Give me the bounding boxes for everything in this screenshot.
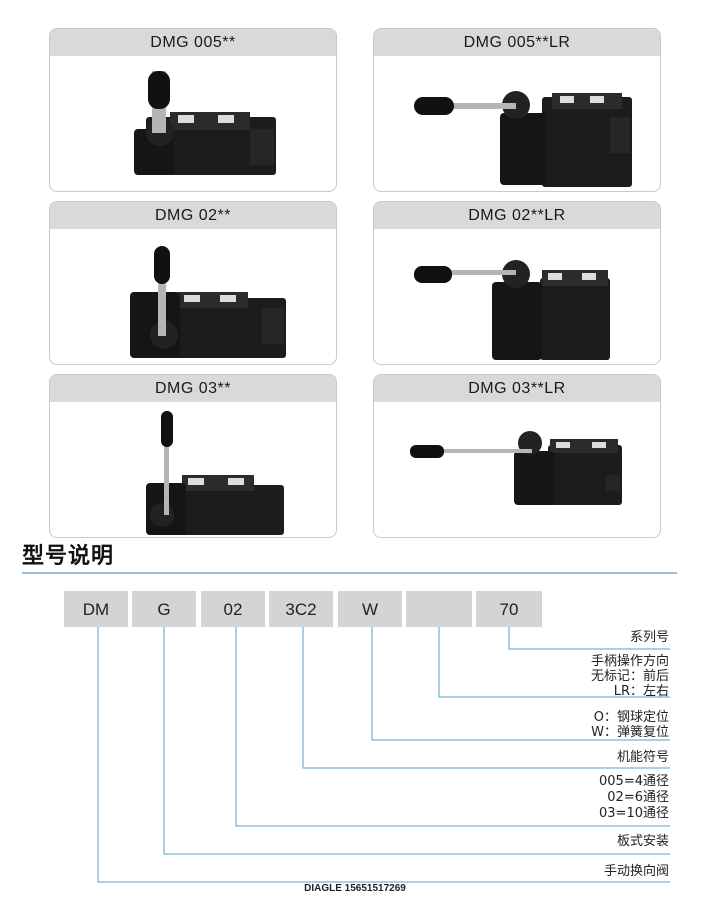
valve-image bbox=[374, 230, 660, 364]
desc-handle-front-back: 无标记：前后 bbox=[590, 669, 669, 684]
product-title: DMG 03** bbox=[50, 375, 336, 402]
product-card-dmg02lr: DMG 02**LR bbox=[373, 201, 661, 365]
desc-handle-direction: 手柄操作方向 bbox=[590, 654, 669, 669]
desc-size-02: 02=6通径 bbox=[607, 790, 669, 805]
product-card-dmg005lr: DMG 005**LR bbox=[373, 28, 661, 192]
code-box-series: 70 bbox=[476, 591, 542, 627]
code-box-detent: W bbox=[338, 591, 402, 627]
code-box-symbol: 3C2 bbox=[269, 591, 333, 627]
desc-spring-return: W：弹簧复位 bbox=[591, 725, 669, 740]
section-title: 型号说明 bbox=[22, 543, 115, 568]
product-card-dmg03lr: DMG 03**LR bbox=[373, 374, 661, 538]
product-title: DMG 02** bbox=[50, 202, 336, 229]
product-title: DMG 005** bbox=[50, 29, 336, 56]
desc-size-03: 03=10通径 bbox=[599, 806, 669, 821]
footer-contact: DIAGLE 15651517269 bbox=[304, 883, 406, 894]
desc-series: 系列号 bbox=[629, 630, 669, 645]
valve-image bbox=[50, 230, 336, 364]
code-box-g: G bbox=[132, 591, 196, 627]
code-box-direction bbox=[406, 591, 472, 627]
product-card-dmg03: DMG 03** bbox=[49, 374, 337, 538]
valve-image bbox=[50, 57, 336, 191]
code-box-size: 02 bbox=[201, 591, 265, 627]
section-divider bbox=[22, 572, 677, 574]
desc-function-symbol: 机能符号 bbox=[616, 750, 669, 765]
valve-image bbox=[374, 403, 660, 537]
product-title: DMG 02**LR bbox=[374, 202, 660, 229]
product-card-dmg005: DMG 005** bbox=[49, 28, 337, 192]
desc-ball-detent: O：钢球定位 bbox=[593, 710, 669, 725]
product-title: DMG 005**LR bbox=[374, 29, 660, 56]
desc-size-005: 005=4通径 bbox=[599, 774, 669, 789]
desc-handle-left-right: LR：左右 bbox=[613, 684, 669, 699]
desc-plate-mount: 板式安装 bbox=[616, 834, 669, 849]
product-title: DMG 03**LR bbox=[374, 375, 660, 402]
valve-image bbox=[50, 403, 336, 537]
desc-manual-valve: 手动换向阀 bbox=[603, 864, 669, 879]
valve-image bbox=[374, 57, 660, 191]
product-card-dmg02: DMG 02** bbox=[49, 201, 337, 365]
code-box-dm: DM bbox=[64, 591, 128, 627]
